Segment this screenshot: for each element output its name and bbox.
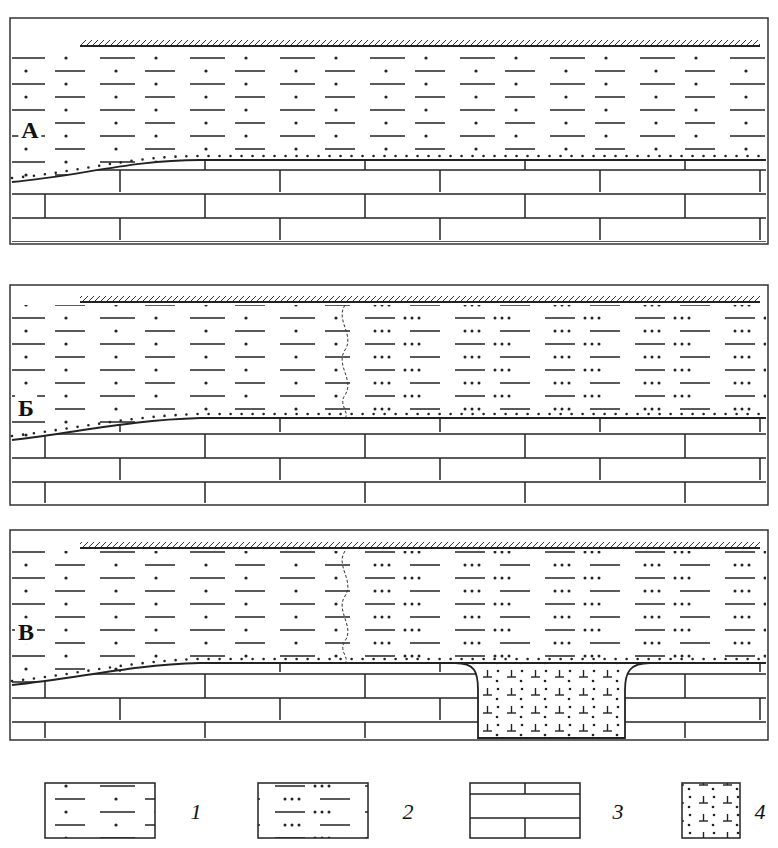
section-c — [10, 530, 768, 740]
panel-letter: Б — [15, 395, 37, 421]
legend-number: 4 — [752, 800, 769, 824]
panel-letter: В — [15, 619, 37, 645]
legend-number: 2 — [400, 800, 417, 824]
legend-swatches — [45, 783, 740, 838]
panel-letter: А — [18, 117, 41, 143]
section-a — [10, 18, 768, 244]
section-b — [10, 285, 768, 505]
legend-number: 3 — [610, 800, 627, 824]
legend-number: 1 — [188, 800, 205, 824]
